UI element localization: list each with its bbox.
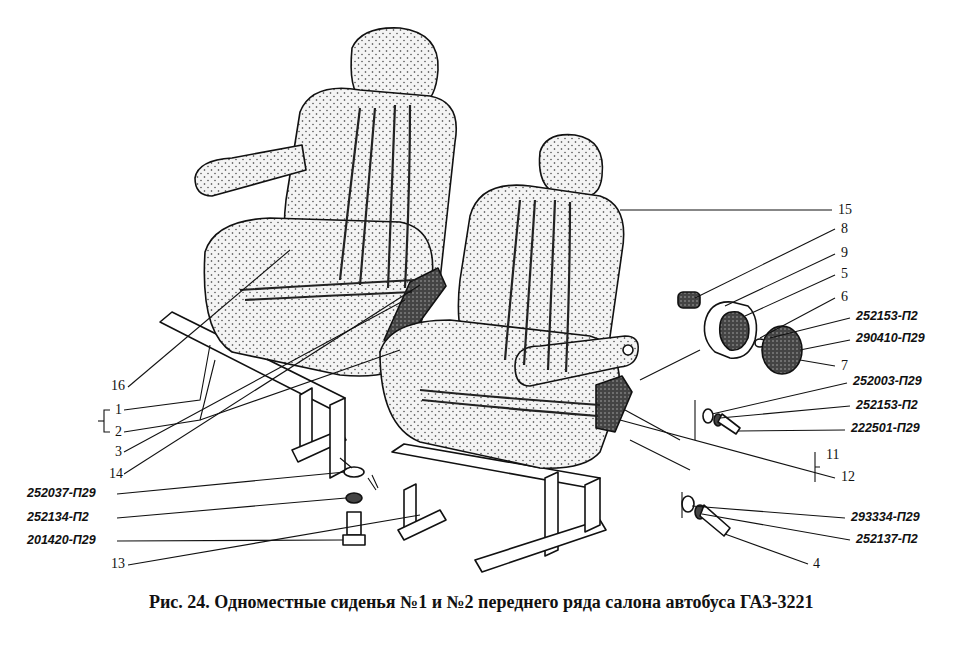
callout-number: 8 bbox=[840, 222, 849, 236]
part-code: 222501-П29 bbox=[850, 422, 921, 435]
callout-number: 9 bbox=[840, 246, 849, 260]
callout-number: 12 bbox=[840, 470, 856, 484]
callout-number: 2 bbox=[114, 425, 123, 439]
part-code: 252037-П29 bbox=[26, 487, 97, 500]
part-code: 290410-П29 bbox=[855, 332, 926, 345]
part-code: 252134-П2 bbox=[26, 511, 90, 524]
callout-number: 13 bbox=[110, 557, 126, 571]
part-code: 252153-П2 bbox=[855, 399, 919, 412]
callout-number: 15 bbox=[837, 203, 853, 217]
callout-number: 7 bbox=[840, 359, 849, 373]
part-code: 252003-П29 bbox=[852, 375, 923, 388]
part-code: 252137-П2 bbox=[855, 533, 919, 546]
callout-number: 11 bbox=[825, 448, 840, 462]
callout-number: 6 bbox=[840, 290, 849, 304]
callout-number: 16 bbox=[110, 379, 126, 393]
part-code: 201420-П29 bbox=[26, 534, 97, 547]
part-code: 293334-П29 bbox=[850, 511, 921, 524]
callout-number: 3 bbox=[114, 445, 123, 459]
callout-number: 14 bbox=[108, 467, 124, 481]
callout-number: 5 bbox=[840, 267, 849, 281]
callout-number: 4 bbox=[812, 557, 821, 571]
callout-number: 1 bbox=[114, 403, 123, 417]
part-code: 252153-П2 bbox=[855, 310, 919, 323]
figure-caption: Рис. 24. Одноместные сиденья №1 и №2 пер… bbox=[149, 593, 814, 611]
